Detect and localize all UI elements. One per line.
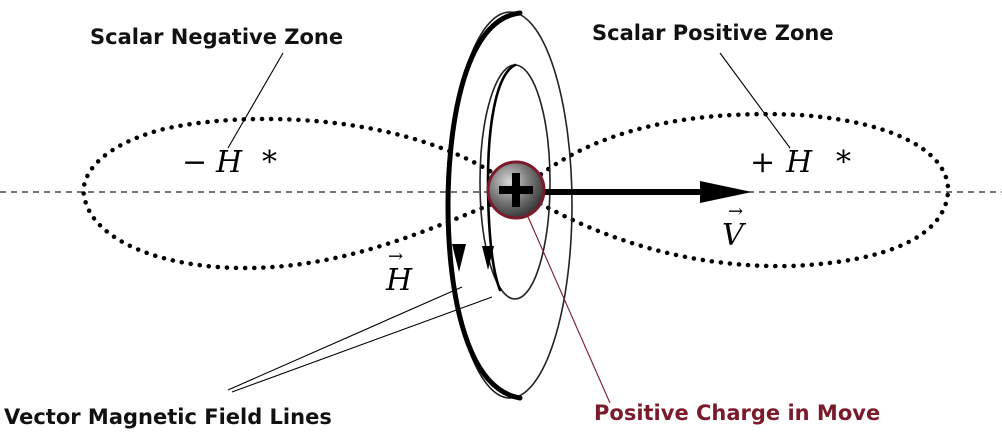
pos-sign: + bbox=[750, 145, 775, 180]
outer-ring-arrowhead bbox=[452, 244, 466, 272]
charge-label: Positive Charge in Move bbox=[594, 401, 880, 425]
h-vector-symbol: H bbox=[385, 263, 413, 298]
neg-h-symbol: H bbox=[215, 145, 243, 180]
field-lines-label: Vector Magnetic Field Lines bbox=[4, 405, 332, 429]
neg-sign: − bbox=[182, 145, 207, 180]
neg-star: * bbox=[262, 145, 277, 180]
field-lines-leader-outer bbox=[227, 286, 463, 391]
positive-zone-label: Scalar Positive Zone bbox=[592, 21, 834, 45]
inner-field-ring-thick bbox=[486, 63, 517, 292]
negative-zone-leader bbox=[227, 52, 284, 149]
velocity-arrow-head bbox=[700, 181, 752, 203]
h-vector-arrow: → bbox=[388, 246, 403, 267]
positive-zone-leader bbox=[719, 52, 791, 149]
pos-h-symbol: H bbox=[785, 145, 813, 180]
v-vector-arrow: → bbox=[728, 201, 743, 222]
inner-ring-arrowhead bbox=[482, 246, 494, 270]
pos-star: * bbox=[836, 145, 851, 180]
charge-plus-vertical bbox=[512, 173, 520, 207]
v-vector-symbol: V bbox=[722, 218, 747, 253]
outer-field-ring-thick bbox=[445, 10, 523, 401]
negative-lobe bbox=[81, 116, 523, 271]
negative-zone-label: Scalar Negative Zone bbox=[90, 25, 343, 49]
positive-lobe bbox=[517, 111, 951, 269]
charge-leader bbox=[524, 209, 611, 404]
field-lines-leader-inner bbox=[231, 296, 493, 393]
